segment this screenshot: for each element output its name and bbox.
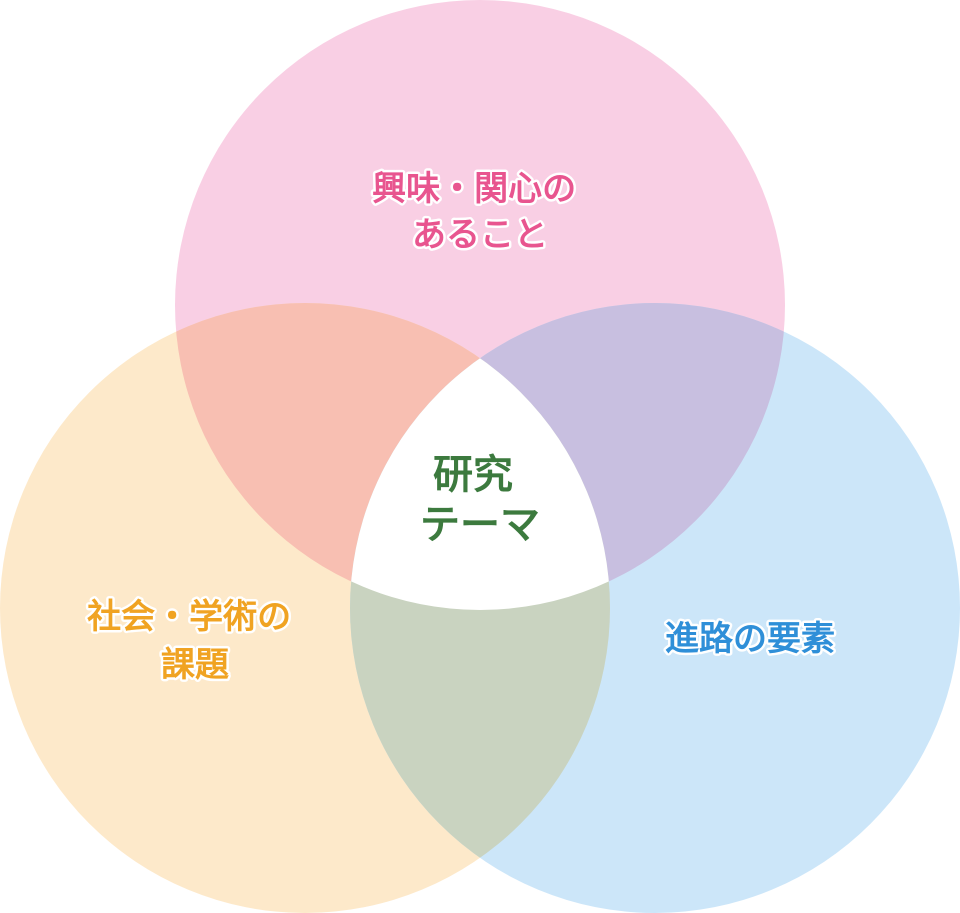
label-center-line-1: 研究 <box>433 452 513 498</box>
overlap-center <box>350 303 610 610</box>
label-interest-line-2: あること <box>412 215 548 255</box>
label-interest-line-1: 興味・関心の <box>372 169 576 209</box>
label-interest: 興味・関心の あること <box>372 169 588 255</box>
label-career: 進路の要素 <box>665 619 835 659</box>
label-society: 社会・学術の 課題 <box>87 597 303 685</box>
label-society-line-2: 課題 <box>161 645 229 685</box>
label-center-line-2: テーマ <box>420 502 540 548</box>
label-center: 研究 テーマ <box>420 452 540 548</box>
label-society-line-1: 社会・学術の <box>87 597 291 637</box>
label-career-line-1: 進路の要素 <box>665 619 835 659</box>
